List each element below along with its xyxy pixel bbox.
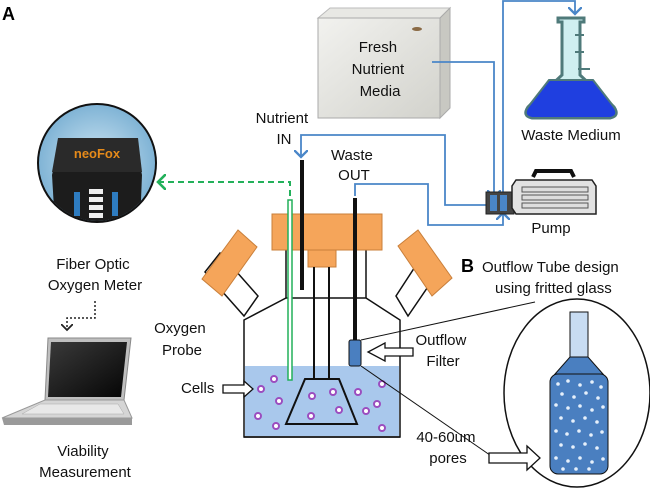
meter-brand: neoFox — [74, 146, 121, 161]
right-cap — [397, 229, 453, 297]
waste-out-tube — [353, 198, 357, 340]
outflow-filter-label: Outflow Filter — [415, 332, 470, 370]
tube-pump-to-nutrient-in — [301, 134, 490, 206]
cells — [254, 375, 386, 432]
oxygen-probe-label: Oxygen Probe — [154, 320, 210, 359]
oxygen-meter-icon: neoFox — [37, 103, 157, 223]
filter-arrow — [366, 341, 414, 363]
pores-label: 40-60um pores — [416, 429, 479, 467]
panel-b-title-2: using fritted glass — [495, 280, 612, 297]
panel-b-label: B — [461, 256, 474, 276]
panel-a-label: A — [2, 4, 15, 24]
pump-icon — [485, 169, 597, 215]
viability-label: Viability Measurement — [39, 443, 132, 481]
tube-waste-out-to-pump — [354, 183, 503, 226]
frit-body — [549, 373, 609, 475]
waste-out-label: Waste OUT — [331, 147, 377, 184]
tube-pump-to-waste — [502, 0, 575, 205]
nutrient-in-label: Nutrient IN — [256, 110, 313, 148]
fiber-link — [158, 182, 291, 196]
fritted-glass-inset — [503, 298, 650, 488]
panel-b-title-1: Outflow Tube design — [482, 259, 619, 276]
tubing — [301, 0, 575, 226]
pump-label: Pump — [531, 220, 570, 237]
zoom-line-top — [360, 301, 536, 341]
outflow-filter — [348, 339, 362, 367]
fiber-optic-label: Fiber Optic Oxygen Meter — [48, 256, 142, 294]
tube-fresh-to-pump — [432, 61, 494, 197]
zoom-line-bottom — [360, 365, 501, 463]
nutrient-in-tube — [300, 160, 304, 290]
flask-icon — [524, 16, 618, 120]
pores-arrow — [488, 444, 541, 472]
waste-medium-label: Waste Medium — [521, 127, 620, 144]
cells-label: Cells — [181, 380, 214, 397]
fresh-media-label: Fresh Nutrient Media — [352, 39, 409, 100]
oxygen-probe — [287, 199, 293, 381]
data-link — [67, 301, 96, 330]
left-cap — [201, 229, 258, 297]
bioreactor-vessel — [201, 160, 453, 438]
cells-arrow — [222, 379, 254, 399]
fridge-icon — [316, 6, 452, 120]
laptop-icon — [1, 337, 133, 425]
pores — [554, 379, 605, 471]
